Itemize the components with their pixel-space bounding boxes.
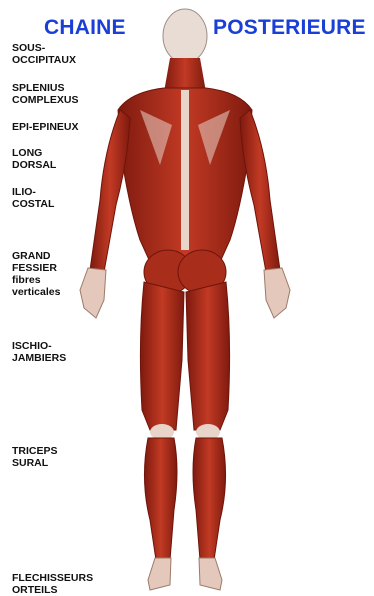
hand-left [80,268,106,318]
label-line: GRAND [12,250,60,262]
neck-muscles [164,58,206,92]
arm-right [240,110,280,272]
label-line: DORSAL [12,159,56,171]
spine-line [181,90,189,250]
thigh-left [140,282,184,430]
hand-right [264,268,290,318]
label-grand-fessier: GRAND FESSIER fibres verticales [12,250,60,298]
label-line: ISCHIO- [12,340,66,352]
label-line: SURAL [12,457,58,469]
label-line: TRICEPS [12,445,58,457]
label-line: fibres [12,274,60,286]
arm-left [90,110,130,272]
calf-right [193,438,226,560]
posterior-muscle-figure [60,0,310,593]
label-line: COSTAL [12,198,54,210]
label-line: LONG [12,147,56,159]
label-ilio-costal: ILIO- COSTAL [12,186,54,210]
label-long-dorsal: LONG DORSAL [12,147,56,171]
thigh-right [186,282,230,430]
label-line: FESSIER [12,262,60,274]
label-triceps-sural: TRICEPS SURAL [12,445,58,469]
label-ischio-jambiers: ISCHIO- JAMBIERS [12,340,66,364]
label-line: ILIO- [12,186,54,198]
head-shape [163,9,207,63]
foot-right [199,558,222,590]
calf-left [144,438,177,560]
label-line: verticales [12,286,60,298]
foot-left [148,558,171,590]
label-line: JAMBIERS [12,352,66,364]
